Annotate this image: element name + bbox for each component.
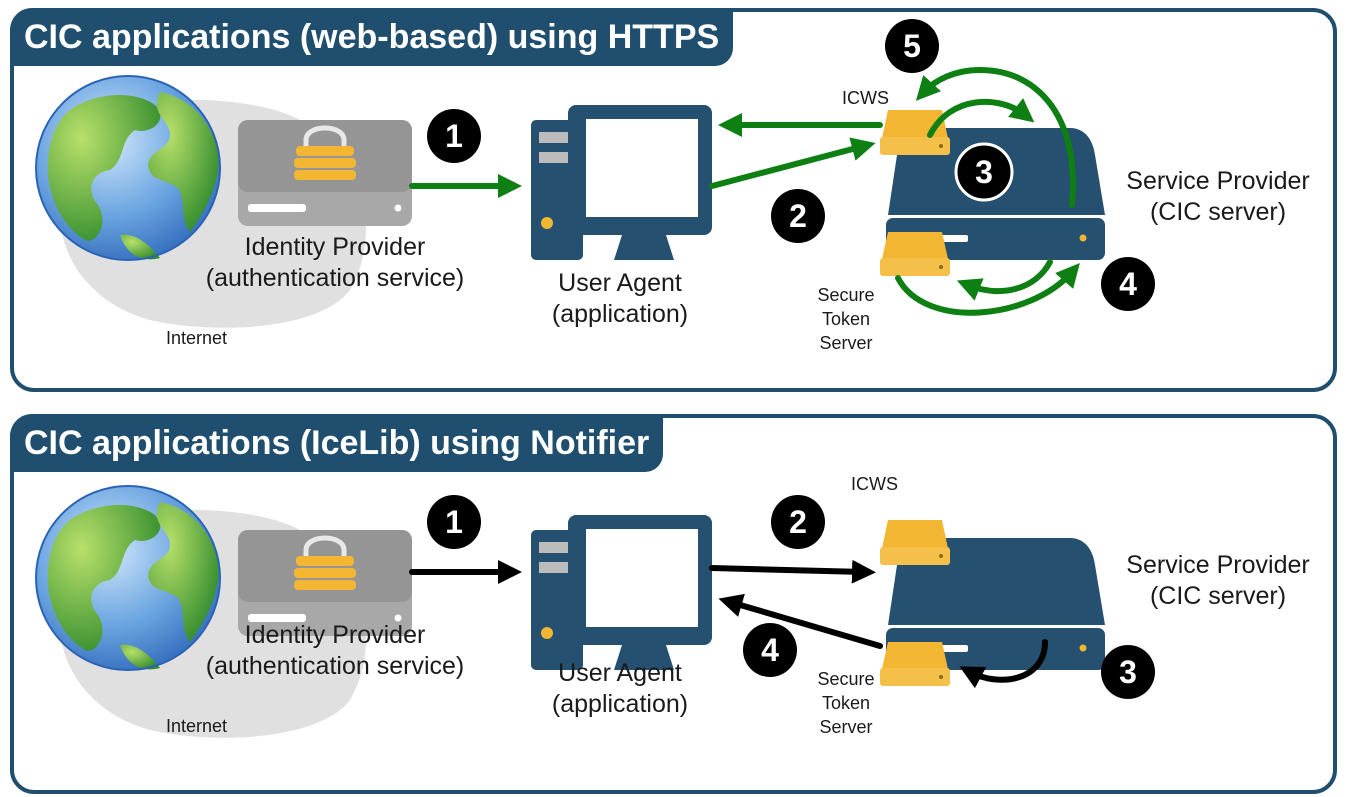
identity-provider-label: Identity Provider (authentication servic…	[180, 232, 490, 294]
secure-token-server-icon	[880, 642, 950, 686]
icws-label: ICWS	[842, 88, 889, 108]
panel-title: CIC applications (IceLib) using Notifier	[10, 414, 664, 472]
internet-label: Internet	[166, 716, 228, 736]
service-provider-title: Service Provider	[1126, 551, 1310, 579]
service-provider-subtitle: (CIC server)	[1149, 198, 1287, 226]
step-badge-1: 1	[427, 495, 481, 549]
secure-token-server-icon	[880, 232, 950, 276]
secure-token-server-label: Secure Token Server	[806, 667, 886, 739]
identity-provider-icon	[238, 120, 412, 226]
arrow-server-to-icws	[915, 66, 1076, 208]
step-badge-2: 2	[771, 495, 825, 549]
step-badge-4: 4	[743, 623, 797, 677]
user-agent-computer-icon	[531, 105, 712, 260]
service-provider-label: Service Provider (CIC server)	[1108, 166, 1328, 228]
step-badge-3: 3	[1101, 645, 1155, 699]
user-agent-computer-icon	[531, 515, 712, 670]
arrow-sts-to-agent	[718, 593, 883, 649]
step-badge-4: 4	[1101, 257, 1155, 311]
svg-text:5: 5	[903, 28, 921, 64]
svg-text:4: 4	[1119, 266, 1137, 302]
svg-text:1: 1	[445, 118, 463, 154]
user-agent-label: User Agent (application)	[530, 268, 710, 330]
user-agent-label: User Agent (application)	[530, 658, 710, 720]
flow-arrows-green	[409, 66, 1080, 316]
panel-title: CIC applications (web-based) using HTTPS	[10, 8, 734, 66]
identity-provider-title: Identity Provider	[244, 233, 426, 261]
sts-line-3: Server	[819, 717, 873, 737]
sts-line-1: Secure	[817, 669, 875, 689]
svg-text:1: 1	[445, 504, 463, 540]
sts-line-1: Secure	[817, 285, 875, 305]
svg-text:3: 3	[1119, 654, 1137, 690]
arrow-icws-to-server	[927, 98, 1035, 138]
user-agent-subtitle: (application)	[551, 690, 689, 718]
step-badge-5: 5	[885, 19, 939, 73]
svg-text:4: 4	[761, 632, 779, 668]
sts-line-2: Token	[821, 693, 871, 713]
svg-text:2: 2	[789, 198, 807, 234]
svg-text:3: 3	[975, 154, 993, 190]
svg-text:2: 2	[789, 504, 807, 540]
service-provider-label: Service Provider (CIC server)	[1108, 550, 1328, 612]
identity-provider-label: Identity Provider (authentication servic…	[180, 620, 490, 682]
service-provider-subtitle: (CIC server)	[1149, 582, 1287, 610]
step-badge-3: 3	[954, 142, 1014, 202]
identity-provider-subtitle: (authentication service)	[205, 652, 465, 680]
step-badge-1: 1	[427, 109, 481, 163]
user-agent-title: User Agent	[558, 269, 682, 297]
secure-token-server-label: Secure Token Server	[806, 283, 886, 355]
internet-label: Internet	[166, 328, 228, 348]
sts-line-3: Server	[819, 333, 873, 353]
identity-provider-subtitle: (authentication service)	[205, 264, 465, 292]
arrow-agent-to-server	[709, 559, 876, 584]
icws-device-icon	[880, 520, 950, 565]
service-provider-title: Service Provider	[1126, 167, 1310, 195]
step-badge-2: 2	[771, 189, 825, 243]
arrow-server-to-sts	[956, 259, 1053, 301]
sts-line-2: Token	[821, 309, 871, 329]
arrow-sts-to-server	[895, 262, 1080, 316]
arrow-server-to-sts	[959, 639, 1048, 689]
icws-label: ICWS	[851, 474, 898, 494]
user-agent-title: User Agent	[558, 659, 682, 687]
arrow-agent-to-icws	[709, 137, 876, 189]
flow-arrows-black	[409, 559, 1048, 689]
user-agent-subtitle: (application)	[551, 300, 689, 328]
identity-provider-title: Identity Provider	[244, 621, 426, 649]
